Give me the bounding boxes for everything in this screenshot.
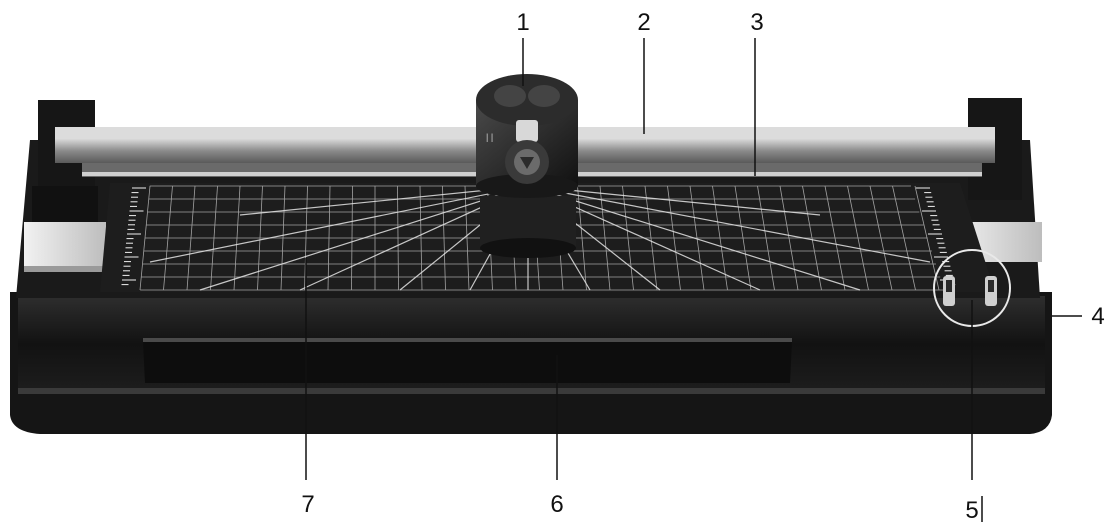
grid-line [734,185,752,291]
left-ruler-scale [121,187,146,286]
grid-line [139,185,151,291]
left-side-clip [24,222,106,272]
grid-line [802,185,822,291]
grid-line [779,185,799,291]
grid-line [869,185,893,291]
callout-2: 2 [637,9,650,36]
grid-line [622,185,634,291]
angle-line [199,185,529,291]
grid-line [914,185,940,291]
grid-line [397,185,399,291]
callout-labels: 1 2 3 4 5 6 7 [301,9,1104,524]
grid-line [892,185,916,291]
angle-line [239,185,529,216]
grid-line [757,185,775,291]
angle-line [527,185,931,263]
grid-line [304,185,308,291]
callout-7: 7 [301,491,314,518]
grid-line [327,185,331,291]
grid-line [233,185,241,291]
grid-line [599,185,611,291]
grid-line [257,185,263,291]
angle-line [527,185,861,291]
laminating-slot [143,338,792,383]
grid-line [644,185,658,291]
grid-line [847,185,869,291]
svg-text:| |: | | [486,132,493,142]
grid-line [186,185,196,291]
callout-6: 6 [550,491,563,518]
grid-line [464,185,470,291]
angle-line [527,185,821,216]
grid-line [163,185,173,291]
grid-line [712,185,728,291]
grid-line [689,185,705,291]
grid-line [667,185,681,291]
callout-1: 1 [516,9,529,36]
grid-line [824,185,846,291]
callout-leaders [305,38,1082,522]
angle-line [149,185,529,263]
rotary-cutter-head: | | [476,74,578,258]
callout-4: 4 [1091,303,1104,330]
grid-line [280,185,286,291]
grid-line [210,185,218,291]
callout-3: 3 [750,9,763,36]
grid-line [577,185,587,291]
callout-5: 5 [965,497,978,524]
